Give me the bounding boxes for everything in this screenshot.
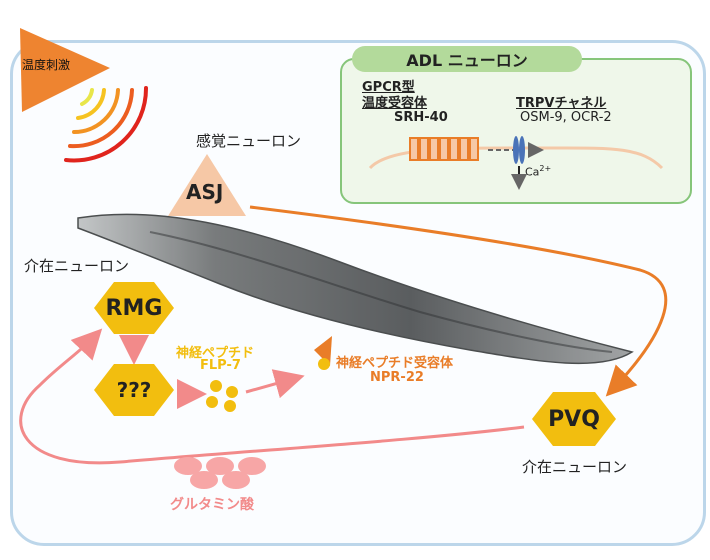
srh40-label: SRH-40 [394,110,448,125]
asj-label: ASJ [186,180,224,204]
pvq-caption: 介在ニューロン [522,458,628,476]
gpcr-receptor-icon [409,137,479,161]
pvq-node: PVQ [532,392,616,446]
receptor-bound-peptide [318,358,330,370]
receptor-label: 神経ペプチド受容体 [336,356,454,371]
npr22-receptor-icon [314,336,332,366]
calcium-charge: 2+ [539,164,552,173]
trpv-names-label: OSM-9, OCR-2 [520,110,612,125]
stimulus-triangle [20,28,110,112]
calcium-symbol: Ca [525,165,540,179]
adl-membrane-graphics [368,136,664,190]
thermo-receptor-label: 温度受容体 [362,96,428,111]
adl-title: ADL ニューロン [352,46,582,72]
npr22-label: NPR-22 [370,370,424,385]
flp7-label: FLP-7 [200,358,241,373]
gpcr-type-label: GPCR型 [362,80,415,95]
asj-node [168,154,246,216]
flp7-peptide-dots [206,380,238,412]
neuropeptide-label: 神経ペプチド [176,346,255,361]
rmg-caption: 介在ニューロン [24,257,130,275]
asj-to-pvq-arrow [249,205,668,397]
trpv-channel-icon [513,136,525,164]
asj-caption: 感覚ニューロン [196,132,302,150]
glutamate-label: グルタミン酸 [170,497,254,513]
stimulus-waves-icon [64,86,149,163]
calcium-label: Ca2+ [525,164,551,179]
stimulus-label: 温度刺激 [22,58,71,72]
pvq-to-rmg-arrow [19,328,525,465]
worm-image [77,213,634,365]
flp7-to-receptor-arrow [245,369,305,399]
glutamate-blobs [174,457,266,489]
trpv-channel-label: TRPVチャネル [516,96,607,111]
